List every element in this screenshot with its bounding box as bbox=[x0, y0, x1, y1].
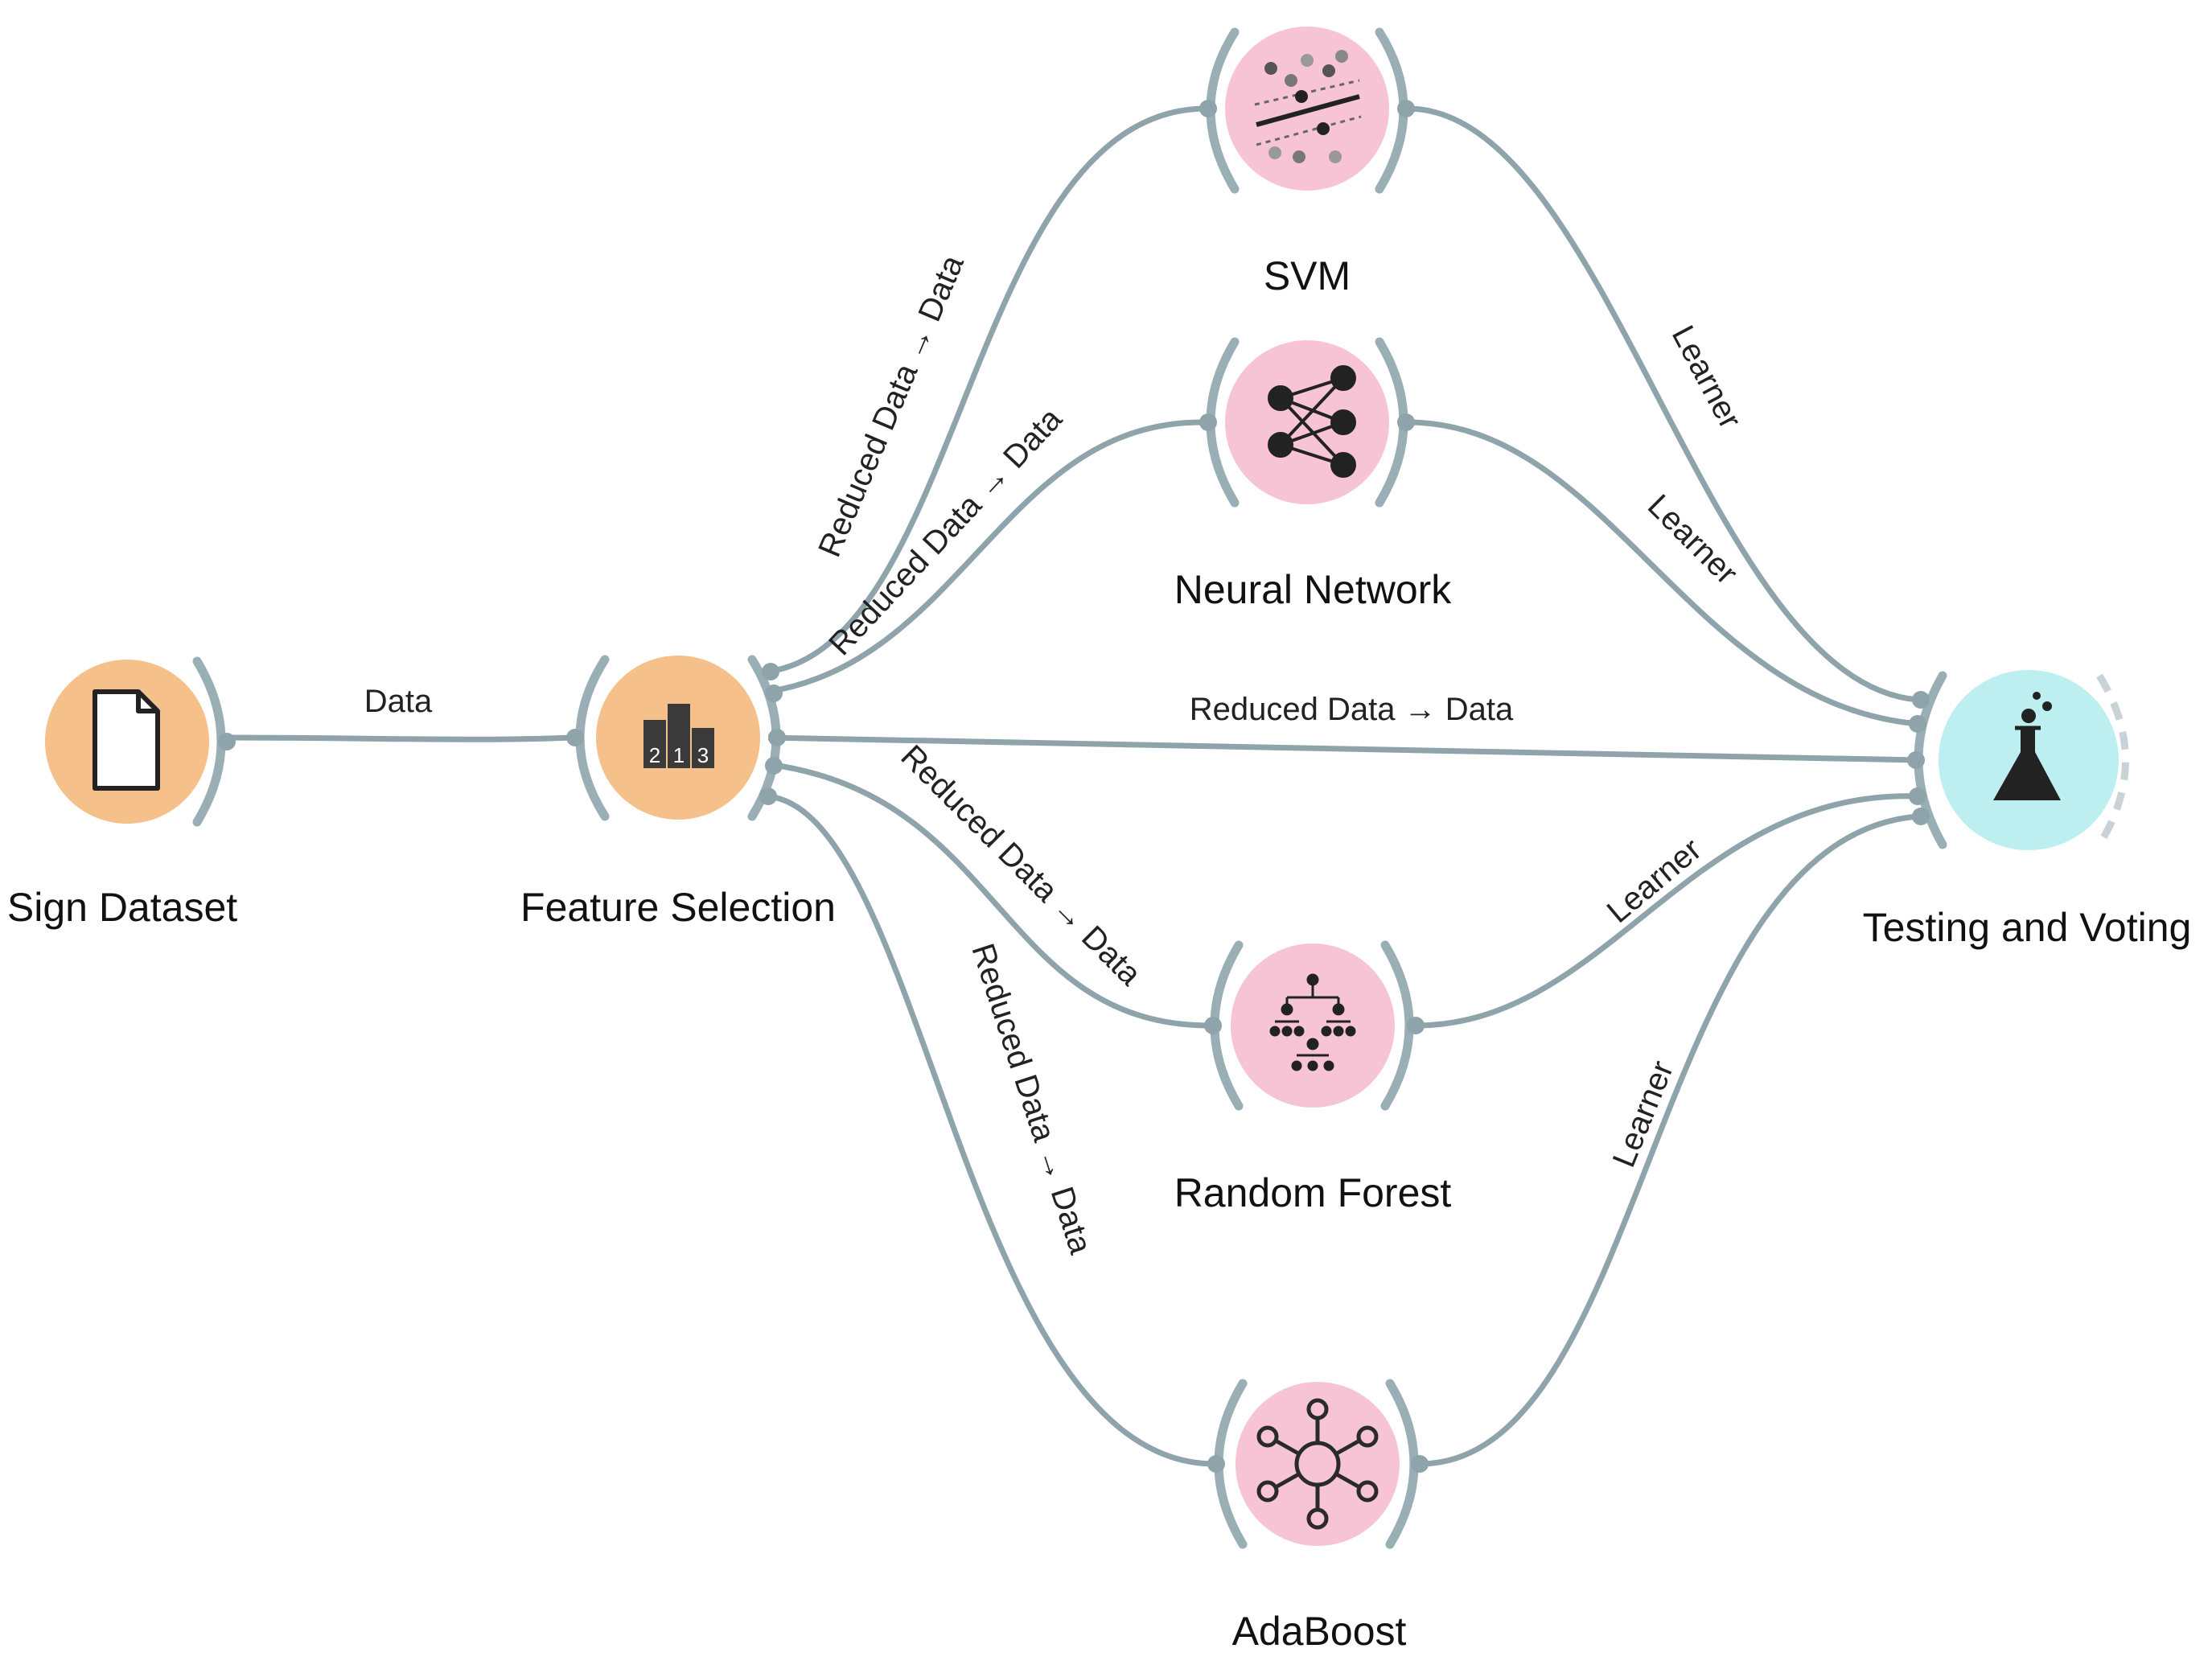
node-testing-voting-input-port-2[interactable] bbox=[1909, 715, 1926, 733]
node-neural-network-input-port[interactable] bbox=[1199, 413, 1217, 431]
rank-podium-icon: 2 1 3 bbox=[643, 704, 714, 768]
node-random-forest-label: Random Forest bbox=[1174, 1170, 1452, 1215]
node-testing-voting[interactable]: Testing and Voting bbox=[1863, 670, 2192, 950]
node-svm-label: SVM bbox=[1264, 253, 1351, 298]
rank-digit-middle: 1 bbox=[673, 743, 685, 767]
node-feature-selection[interactable]: 2 1 3 Feature Selection bbox=[520, 655, 836, 930]
node-testing-voting-input-port-3[interactable] bbox=[1907, 751, 1925, 769]
node-feature-selection-output-port-ada[interactable] bbox=[759, 787, 777, 805]
link-random-forest-to-testing[interactable] bbox=[1416, 796, 1918, 1026]
node-sign-dataset[interactable]: Sign Dataset bbox=[7, 656, 237, 930]
edge-label-svm-to-test: Learner bbox=[1665, 320, 1749, 434]
edge-label-nn-to-test: Learner bbox=[1641, 488, 1745, 592]
node-sign-dataset-label: Sign Dataset bbox=[7, 885, 237, 930]
node-testing-voting-input-port-4[interactable] bbox=[1909, 787, 1926, 805]
rank-digit-left: 2 bbox=[649, 743, 660, 767]
node-svm-input-port[interactable] bbox=[1199, 100, 1217, 117]
link-dataset-to-feature-selection[interactable] bbox=[224, 734, 572, 742]
node-feature-selection-label: Feature Selection bbox=[520, 885, 836, 930]
node-adaboost-output-port[interactable] bbox=[1411, 1455, 1429, 1473]
node-testing-voting-label: Testing and Voting bbox=[1863, 905, 2192, 950]
node-testing-voting-input-port-5[interactable] bbox=[1912, 808, 1930, 825]
node-neural-network-output-port[interactable] bbox=[1397, 413, 1415, 431]
link-neural-network-to-testing[interactable] bbox=[1408, 422, 1918, 724]
node-testing-voting-input-port-1[interactable] bbox=[1912, 691, 1930, 709]
node-adaboost-input-port[interactable] bbox=[1207, 1455, 1225, 1473]
edge-label-fs-to-rf: Reduced Data → Data bbox=[894, 738, 1148, 993]
node-svm-output-port[interactable] bbox=[1397, 100, 1415, 117]
link-feature-selection-to-testing[interactable] bbox=[768, 738, 1918, 760]
node-random-forest-input-port[interactable] bbox=[1204, 1017, 1222, 1034]
link-adaboost-to-testing[interactable] bbox=[1420, 816, 1918, 1464]
node-feature-selection-output-port-rf[interactable] bbox=[765, 757, 783, 775]
edge-label-fs-to-test: Reduced Data → Data bbox=[1190, 692, 1514, 727]
node-feature-selection-output-port-svm[interactable] bbox=[762, 663, 779, 680]
node-neural-network[interactable]: Neural Network bbox=[1174, 337, 1453, 612]
flask-icon bbox=[1993, 692, 2061, 800]
node-feature-selection-output-port-nn[interactable] bbox=[765, 684, 783, 702]
node-random-forest-circle bbox=[1231, 944, 1395, 1108]
node-adaboost-circle bbox=[1236, 1382, 1400, 1546]
node-adaboost[interactable]: AdaBoost bbox=[1207, 1379, 1429, 1654]
node-random-forest-output-port[interactable] bbox=[1407, 1017, 1425, 1034]
svm-scatter-icon bbox=[1254, 50, 1362, 163]
node-testing-voting-output-arc bbox=[2096, 673, 2129, 847]
node-feature-selection-input-port[interactable] bbox=[566, 729, 584, 746]
link-svm-to-testing[interactable] bbox=[1408, 109, 1918, 700]
node-random-forest[interactable]: Random Forest bbox=[1174, 940, 1452, 1215]
node-adaboost-label: AdaBoost bbox=[1232, 1609, 1407, 1654]
file-icon bbox=[93, 689, 160, 791]
edge-label-dataset-to-fs: Data bbox=[364, 684, 433, 719]
node-neural-network-label: Neural Network bbox=[1174, 567, 1453, 612]
node-svm[interactable]: SVM bbox=[1199, 27, 1415, 298]
hub-network-icon bbox=[1256, 1398, 1379, 1530]
link-feature-selection-to-svm[interactable] bbox=[768, 109, 1207, 672]
node-feature-selection-output-port-test[interactable] bbox=[768, 729, 786, 746]
tree-ensemble-icon bbox=[1269, 973, 1356, 1071]
neural-network-icon bbox=[1268, 365, 1356, 478]
node-neural-network-circle bbox=[1225, 340, 1389, 504]
node-sign-dataset-output-port[interactable] bbox=[218, 733, 236, 750]
rank-digit-right: 3 bbox=[697, 743, 709, 767]
